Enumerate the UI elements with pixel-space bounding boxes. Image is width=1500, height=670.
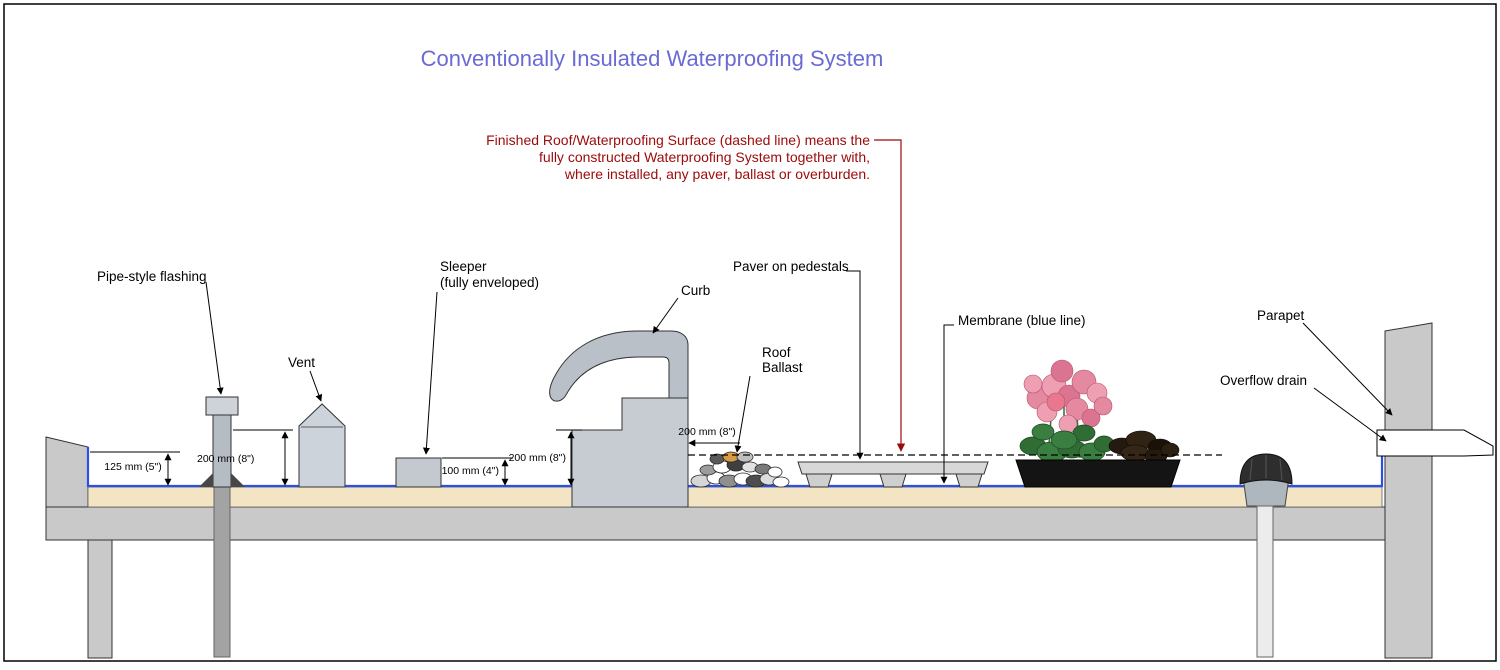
planter-with-flowers (1015, 359, 1181, 488)
label-paver: Paver on pedestals (733, 259, 849, 274)
flower-blooms (1023, 359, 1113, 434)
dimension-lines (90, 429, 740, 486)
vent-housing (298, 403, 346, 488)
label-parapet: Parapet (1257, 308, 1305, 323)
curb-assembly (549, 330, 689, 508)
left-wall (87, 539, 113, 659)
pedestal (879, 473, 907, 488)
sleeper-block (395, 457, 442, 488)
flashing-skirt-left (199, 473, 213, 487)
note-line-1: Finished Roof/Waterproofing Surface (das… (486, 132, 870, 148)
label-sleeper-sub: (fully enveloped) (440, 275, 539, 290)
leader-curb (652, 297, 679, 334)
drawing-border (3, 3, 1497, 662)
leader-ballast (734, 375, 751, 453)
right-parapet-wall (1384, 322, 1433, 659)
flower-foliage (1019, 423, 1115, 463)
curb-coping (549, 330, 689, 402)
leader-overflow-drain (1313, 387, 1387, 442)
roof-ballast-stones (690, 451, 790, 488)
pedestal (955, 473, 983, 488)
leader-vent (309, 370, 323, 402)
left-edge-block (45, 436, 89, 508)
leader-pipe-flashing (205, 281, 224, 395)
pedestal (805, 473, 833, 488)
planter-box (1015, 459, 1181, 488)
pipe-flashing-sleeve (212, 413, 232, 488)
leader-membrane (940, 324, 954, 484)
drain-pipe (1256, 505, 1274, 658)
label-roof-ballast-2: Ballast (762, 360, 803, 375)
overflow-scupper (1376, 429, 1494, 457)
roof-drain (1239, 453, 1293, 658)
pipe-style-flashing (199, 396, 245, 658)
note-line-3: where installed, any paver, ballast or o… (564, 166, 870, 182)
dim-text-125: 125 mm (5") (104, 461, 161, 473)
pipe-flashing-cap (205, 396, 239, 416)
dark-plant (1108, 430, 1180, 464)
label-membrane: Membrane (blue line) (958, 313, 1086, 328)
label-roof-ballast-1: Roof (762, 345, 791, 360)
dim-text-200-step: 200 mm (8") (509, 452, 566, 464)
dim-text-200-pipe: 200 mm (8") (197, 453, 254, 465)
structural-deck (45, 322, 1433, 659)
label-curb: Curb (681, 283, 710, 298)
flashing-skirt-right (231, 473, 245, 487)
page-title: Conventionally Insulated Waterproofing S… (421, 46, 884, 71)
pipe-below-deck (213, 486, 231, 658)
note-line-2: fully constructed Waterproofing System t… (539, 149, 870, 165)
label-overflow-drain: Overflow drain (1220, 373, 1307, 388)
paver-on-pedestals (797, 461, 989, 488)
paver-slab (797, 461, 989, 475)
leader-paver (846, 270, 864, 460)
leader-sleeper (422, 291, 438, 455)
label-pipe-flashing: Pipe-style flashing (97, 269, 207, 284)
label-vent: Vent (288, 355, 315, 370)
dim-text-200-above: 200 mm (8") (678, 426, 735, 438)
insulation-layer (87, 486, 1383, 508)
label-sleeper: Sleeper (440, 259, 487, 274)
leader-parapet (1302, 322, 1393, 416)
dim-text-100: 100 mm (4") (442, 465, 499, 477)
note-leader-line (874, 139, 906, 452)
roof-deck-slab (45, 506, 1433, 541)
leader-lines (205, 270, 1393, 484)
